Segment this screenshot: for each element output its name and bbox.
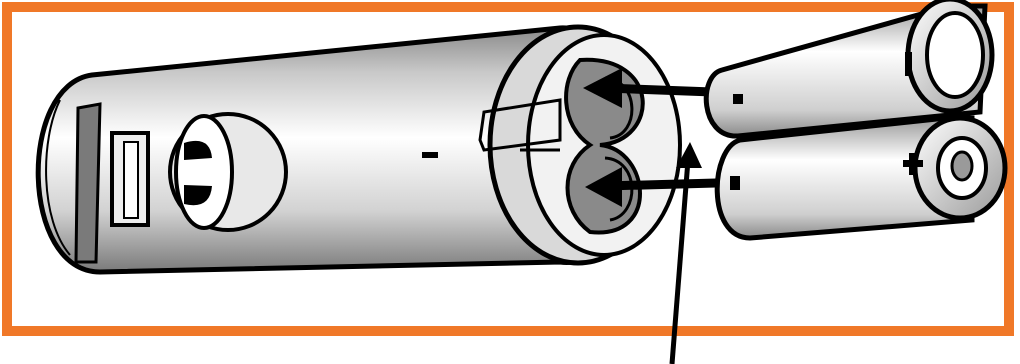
switch-oval: [170, 114, 286, 230]
battery-top-minus-mark: [905, 52, 912, 76]
holder-minus-mark: [422, 152, 438, 158]
battery-bottom: [717, 118, 1005, 238]
